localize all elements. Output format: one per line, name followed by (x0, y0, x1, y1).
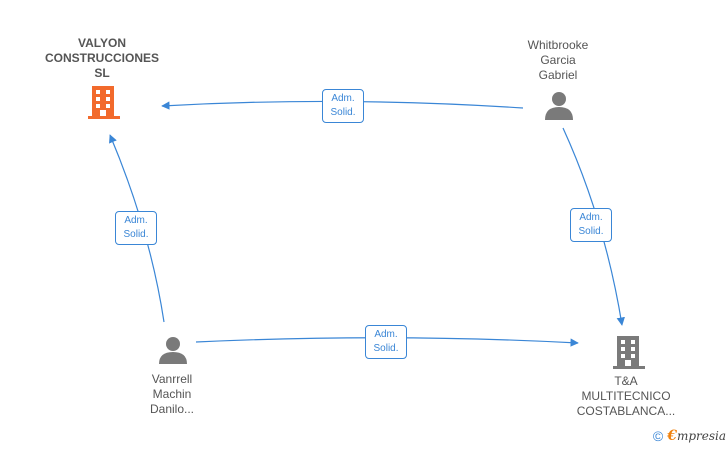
node-label-whitbrooke[interactable]: Whitbrooke Garcia Gabriel (527, 38, 589, 82)
node-label-vanrrell[interactable]: Vanrrell Machin Danilo... (149, 372, 195, 416)
person-icon[interactable] (545, 92, 573, 120)
empresia-logo: €mpresia (667, 428, 726, 444)
copyright-icon: © (652, 428, 664, 444)
footer-brand: © €mpresia (653, 428, 726, 444)
building-windows (96, 90, 110, 116)
node-label-valyon[interactable]: VALYON CONSTRUCCIONES SL (44, 36, 159, 80)
edge-badge-vanrrell-ta[interactable]: Adm. Solid. (365, 325, 407, 359)
edge-badge-vanrrell-valyon[interactable]: Adm. Solid. (115, 211, 157, 245)
person-icon[interactable] (159, 337, 187, 364)
edge-badge-whitbrooke-valyon[interactable]: Adm. Solid. (322, 89, 364, 123)
building-windows (621, 340, 635, 366)
node-label-ta[interactable]: T&A MULTITECNICO COSTABLANCA... (576, 374, 676, 418)
edge-badge-whitbrooke-ta[interactable]: Adm. Solid. (570, 208, 612, 242)
